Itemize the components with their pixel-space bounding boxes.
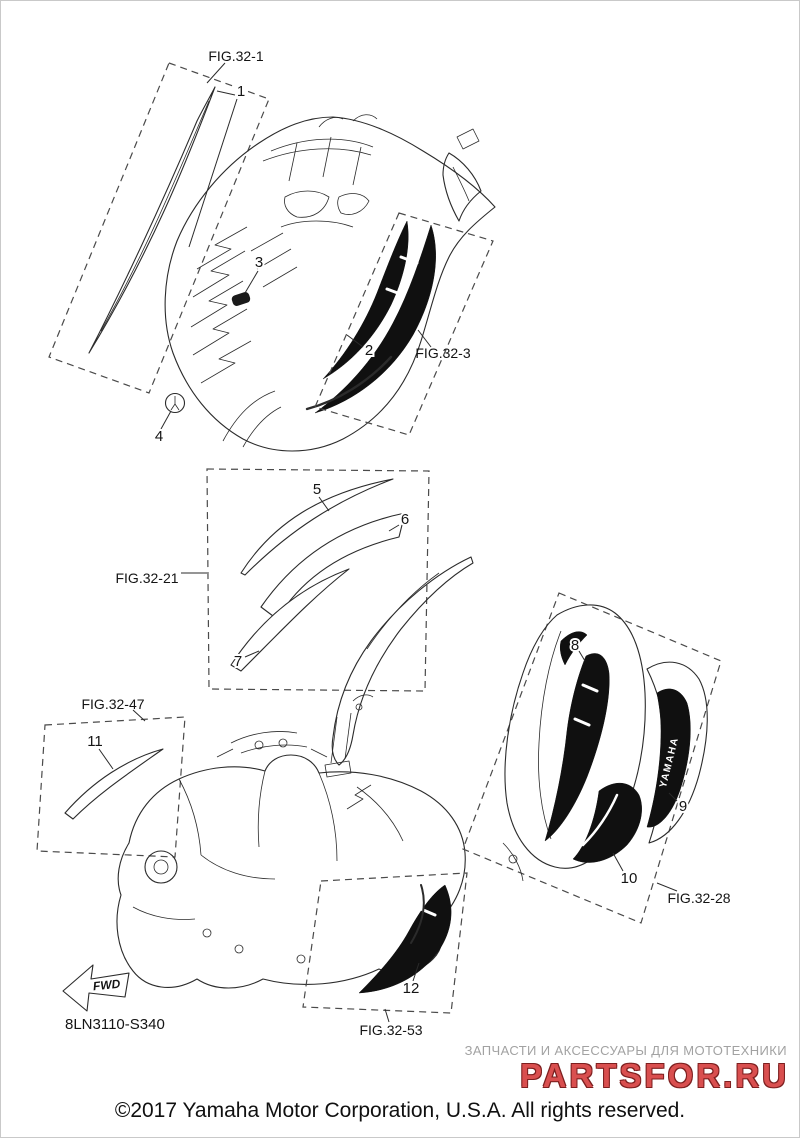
fig-32-47-box xyxy=(36,716,186,858)
fig-32-3-label[interactable]: FIG.32-3 xyxy=(415,345,470,361)
fig-32-53-label[interactable]: FIG.32-53 xyxy=(359,1022,422,1038)
decal-6 xyxy=(260,512,406,620)
decal-7 xyxy=(230,568,350,672)
fwd-arrow-label: FWD xyxy=(92,977,121,994)
fig-32-1-label[interactable]: FIG.32-1 xyxy=(208,48,263,64)
callout-5[interactable]: 5 xyxy=(311,479,323,500)
decal-10 xyxy=(572,783,642,863)
fig-32-1-box xyxy=(48,62,270,394)
fig-32-21-box xyxy=(206,468,430,692)
fig-32-47-label[interactable]: FIG.32-47 xyxy=(81,696,144,712)
fig-32-28-box xyxy=(462,592,722,924)
callout-1[interactable]: 1 xyxy=(235,81,247,102)
decal-1-inner-line xyxy=(100,100,210,332)
callout-9[interactable]: 9 xyxy=(677,796,689,817)
partsfor-ru-logo[interactable]: PARTSFOR.RU xyxy=(520,1057,789,1094)
drawing-part-code: 8LN3110-S340 xyxy=(65,1016,165,1033)
callout-8[interactable]: 8 xyxy=(569,635,581,656)
callout-12[interactable]: 12 xyxy=(401,978,422,999)
decal-1 xyxy=(88,86,216,354)
callout-3[interactable]: 3 xyxy=(253,252,265,273)
fig-32-3-box xyxy=(314,212,494,436)
fig-32-28-label[interactable]: FIG.32-28 xyxy=(667,890,730,906)
leader-lines xyxy=(98,62,678,1023)
watermark-tagline: ЗАПЧАСТИ И АКСЕССУАРЫ ДЛЯ МОТОТЕХНИКИ xyxy=(464,1043,787,1058)
fig-32-53-box xyxy=(302,872,468,1014)
front-cowling-drawing xyxy=(164,114,496,452)
side-decal-part-2 xyxy=(305,220,436,414)
callout-2[interactable]: 2 xyxy=(363,340,375,361)
callout-11[interactable]: 11 xyxy=(85,731,105,752)
callout-7[interactable]: 7 xyxy=(232,651,244,672)
callout-10[interactable]: 10 xyxy=(619,868,640,889)
decal-8 xyxy=(544,631,610,842)
callout-4[interactable]: 4 xyxy=(153,426,165,447)
windshield-drawing xyxy=(324,556,474,778)
decal-9: YAMAHA xyxy=(646,688,691,828)
round-emblem-part-4 xyxy=(164,392,186,414)
copyright-line: ©2017 Yamaha Motor Corporation, U.S.A. A… xyxy=(114,1099,686,1122)
fwd-arrow: FWD xyxy=(62,964,130,1012)
emblem-part-3 xyxy=(231,292,251,306)
decal-5 xyxy=(240,478,394,576)
decal-11 xyxy=(64,748,164,820)
decal-12 xyxy=(358,884,452,994)
callout-6[interactable]: 6 xyxy=(399,509,411,530)
fig-32-21-label[interactable]: FIG.32-21 xyxy=(115,570,178,586)
